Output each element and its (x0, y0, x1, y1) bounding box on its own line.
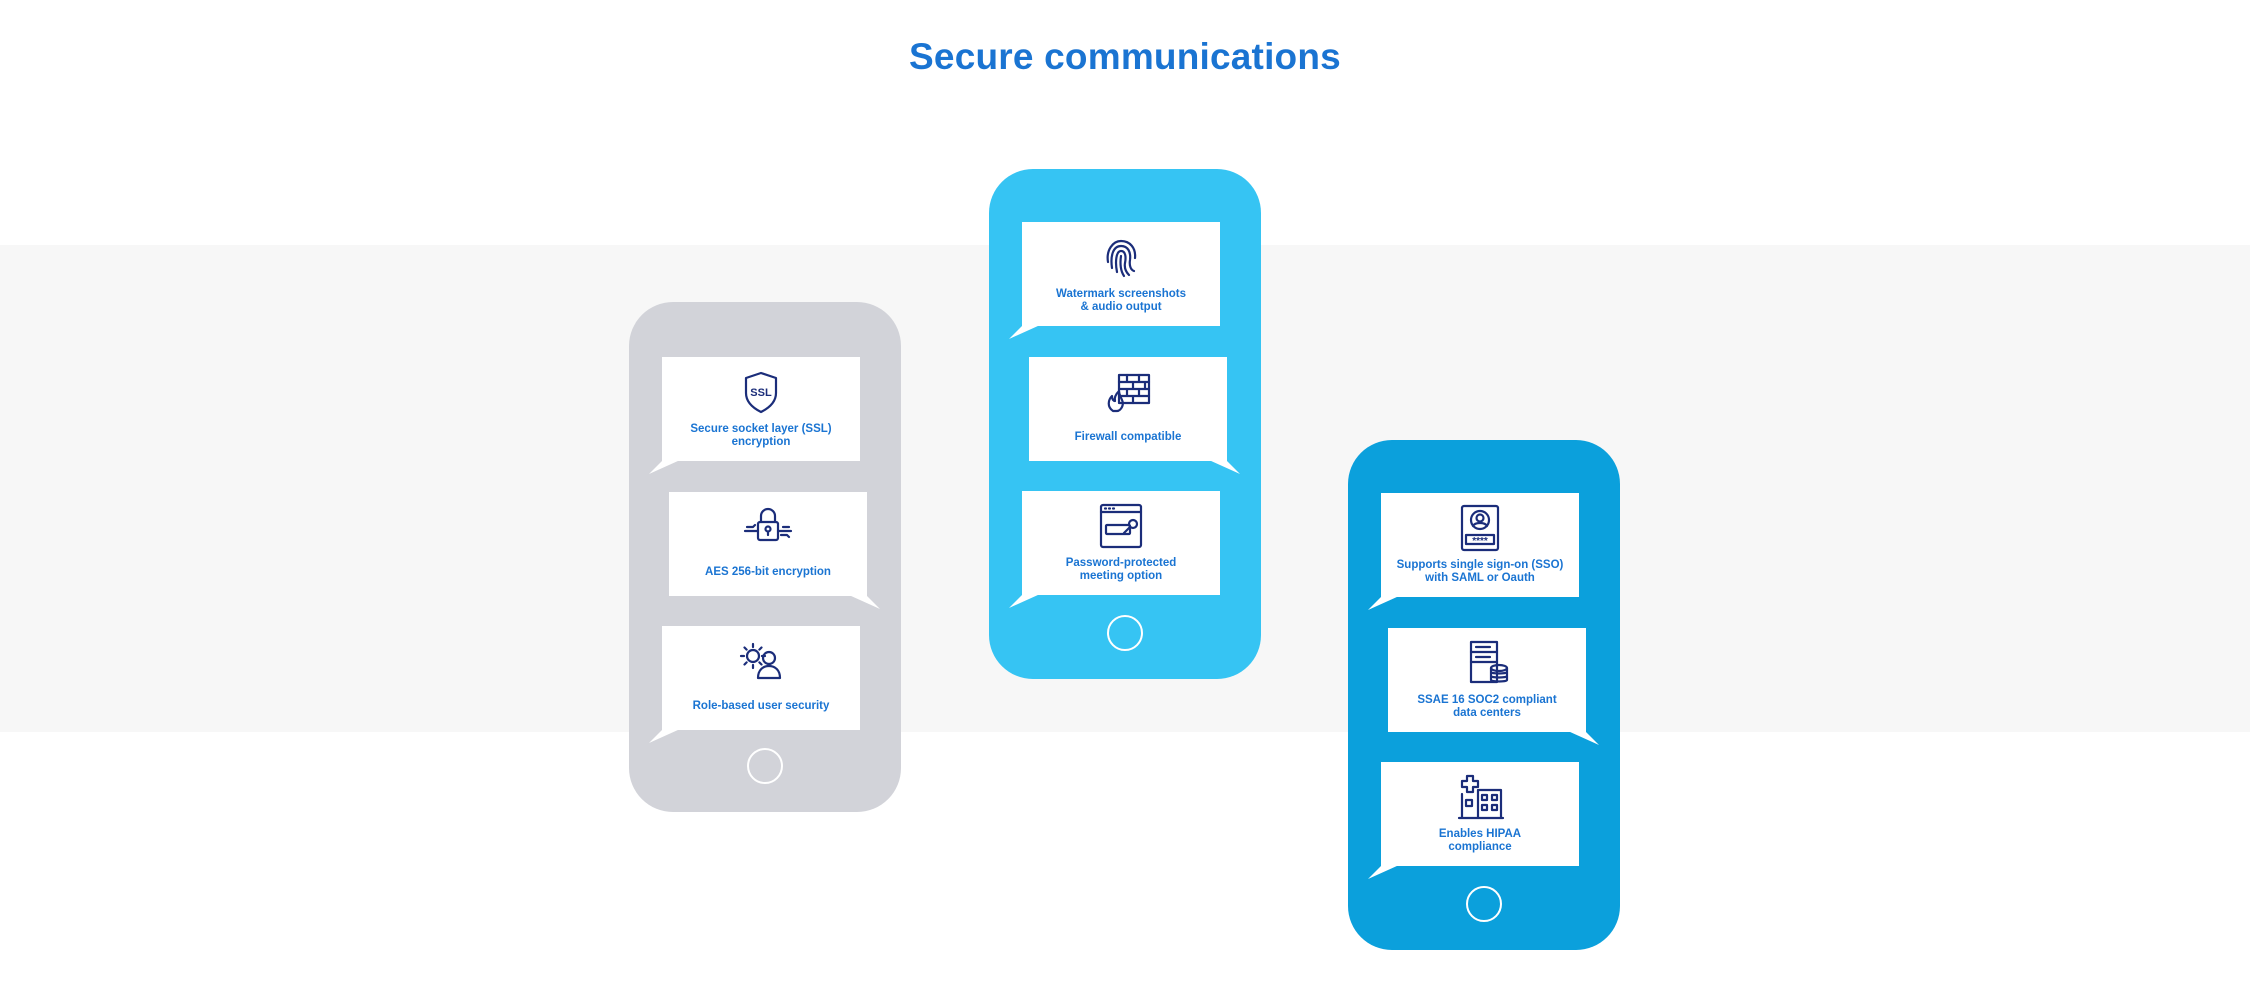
feature-label: Role-based user security (692, 700, 830, 712)
feature-label: Watermark screenshots & audio output (1056, 288, 1186, 313)
page-title: Secure communications (909, 36, 1341, 77)
feature-label: SSAE 16 SOC2 compliant data centers (1417, 694, 1557, 719)
phone-light-blue: Watermark screenshots & audio output Fir… (989, 169, 1261, 679)
feature-label: Enables HIPAA compliance (1438, 828, 1522, 853)
feature-card-hipaa: Enables HIPAA compliance (1368, 762, 1579, 879)
feature-label: Firewall compatible (1074, 431, 1182, 443)
feature-card-aes: AES 256-bit encryption (669, 492, 880, 609)
feature-card-watermark: Watermark screenshots & audio output (1009, 222, 1220, 339)
padlock-circuit-icon (743, 502, 793, 552)
feature-card-firewall: Firewall compatible (1029, 357, 1240, 474)
feature-card-password: Password-protected meeting option (1009, 491, 1220, 608)
phone-gray: SSL Secure socket layer (SSL) encryption… (629, 302, 901, 812)
sso-badge-icon: **** (1455, 503, 1505, 553)
firewall-icon (1103, 367, 1153, 417)
svg-text:SSL: SSL (750, 387, 772, 399)
feature-card-role: Role-based user security (649, 626, 860, 743)
feature-card-ssl: SSL Secure socket layer (SSL) encryption (649, 357, 860, 474)
gear-user-icon (736, 636, 786, 686)
feature-label: AES 256-bit encryption (705, 566, 831, 578)
fingerprint-icon (1096, 232, 1146, 282)
feature-label: Supports single sign-on (SSO) with SAML … (1396, 559, 1564, 584)
home-button (1466, 886, 1502, 922)
feature-label: Secure socket layer (SSL) encryption (690, 423, 832, 448)
svg-text:****: **** (1472, 536, 1488, 547)
password-window-icon (1096, 501, 1146, 551)
hospital-icon (1455, 772, 1505, 822)
feature-card-sso: **** Supports single sign-on (SSO) with … (1368, 493, 1579, 610)
home-button (747, 748, 783, 784)
feature-card-datacenter: SSAE 16 SOC2 compliant data centers (1388, 628, 1599, 745)
data-center-icon (1462, 638, 1512, 688)
home-button (1107, 615, 1143, 651)
phone-dark-blue: **** Supports single sign-on (SSO) with … (1348, 440, 1620, 950)
ssl-shield-icon: SSL (736, 367, 786, 417)
feature-label: Password-protected meeting option (1065, 557, 1177, 582)
